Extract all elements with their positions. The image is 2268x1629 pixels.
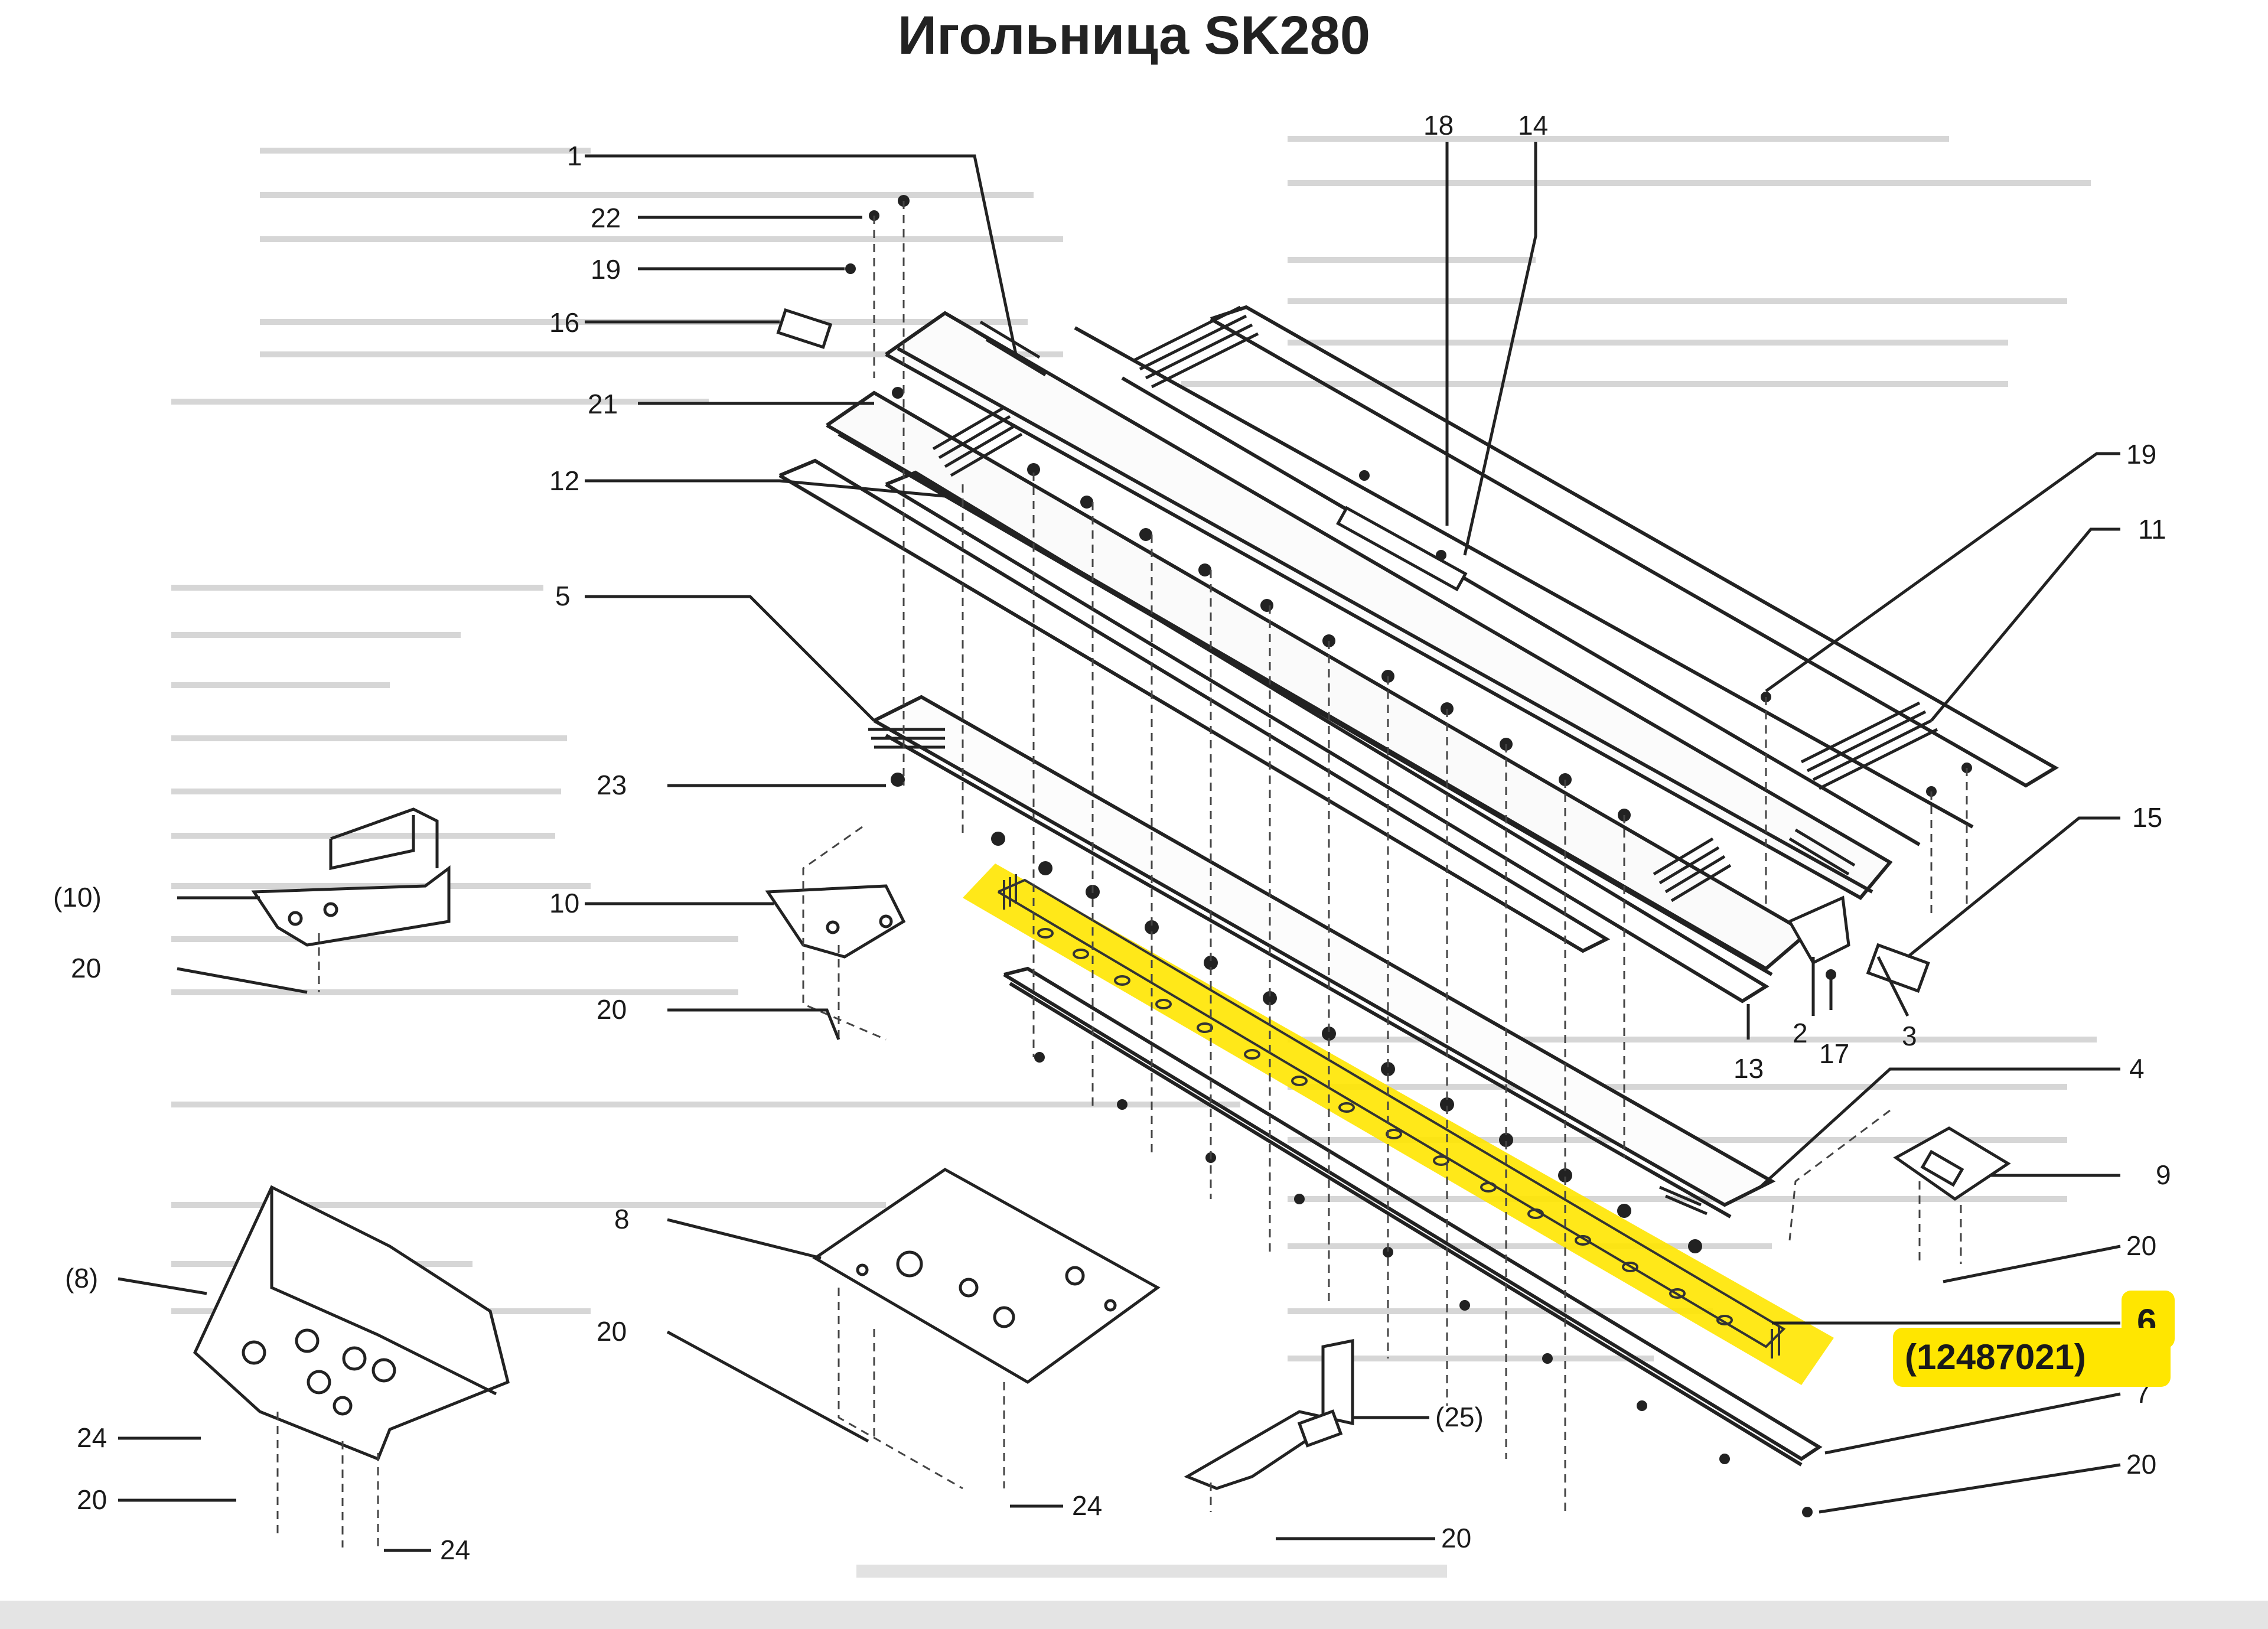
callout-15: 15 [2132, 802, 2162, 833]
page-title: Игольница SK280 [898, 5, 1370, 66]
part-2-3-bracket [1788, 895, 1850, 965]
callout-19: 19 [591, 254, 621, 285]
highlighted-part-6 [963, 864, 1834, 1385]
callout-17: 17 [1819, 1038, 1849, 1069]
callout-25-paren: (25) [1435, 1402, 1484, 1432]
callout-9: 9 [2156, 1159, 2171, 1190]
callout-5: 5 [555, 581, 571, 611]
callout-20-center: 20 [597, 1316, 627, 1347]
callout-24-center: 24 [1072, 1490, 1102, 1521]
callout-20-bottom-left: 20 [77, 1484, 107, 1515]
callout-20-bottom: 20 [1441, 1523, 1471, 1553]
callout-24-left: 24 [77, 1422, 107, 1453]
callout-8-paren: (8) [65, 1263, 98, 1294]
part-15-block [1866, 943, 1930, 993]
callout-20-left: 20 [71, 953, 101, 983]
callout-16: 16 [549, 307, 579, 338]
callout-12: 12 [549, 465, 579, 496]
leader-lines [118, 142, 2121, 1552]
callout-14: 14 [1518, 110, 1548, 141]
callout-10-paren: (10) [53, 882, 102, 913]
callout-8: 8 [614, 1204, 630, 1234]
callout-20-mid: 20 [597, 994, 627, 1025]
part-6-holes [1037, 928, 1733, 1325]
part-code: (12487021) [1905, 1337, 2086, 1377]
callout-2: 2 [1793, 1018, 1808, 1048]
part-14-bar [1336, 506, 1468, 592]
part-10-bracket [765, 884, 906, 959]
dashed-assembly-lines [276, 201, 1968, 1547]
callout-23: 23 [597, 770, 627, 800]
part-25-bracket [1184, 1338, 1354, 1490]
part-8-cover [193, 1185, 510, 1461]
callout-4: 4 [2129, 1053, 2145, 1084]
part-10-bracket-left [251, 807, 451, 947]
part-16-block [776, 308, 833, 349]
callout-21: 21 [588, 389, 618, 419]
callout-13: 13 [1733, 1053, 1764, 1084]
callout-labels: 1 22 19 16 21 12 5 23 (10) 10 20 20 8 (8… [53, 110, 2171, 1565]
spring-groups [868, 305, 1938, 1216]
needle-bed-rails [778, 305, 2059, 1467]
highlight-badge-code [1893, 1328, 2171, 1387]
part-8-plate [812, 1168, 1161, 1384]
callout-19-right: 19 [2126, 439, 2156, 470]
callout-11: 11 [2138, 514, 2166, 545]
callout-20-right-lower: 20 [2126, 1449, 2156, 1480]
callout-10: 10 [549, 888, 579, 918]
part-9-bracket [1893, 1126, 2011, 1201]
callout-20-right-upper: 20 [2126, 1230, 2156, 1261]
callout-22: 22 [591, 203, 621, 233]
callout-3: 3 [1902, 1021, 1917, 1051]
callout-1: 1 [567, 141, 582, 171]
bottom-shadow-band [0, 1601, 2268, 1629]
part-6-outline [997, 874, 1786, 1358]
callout-24-bottom: 24 [440, 1534, 470, 1565]
screws [845, 195, 1972, 1517]
callout-18: 18 [1423, 110, 1454, 141]
